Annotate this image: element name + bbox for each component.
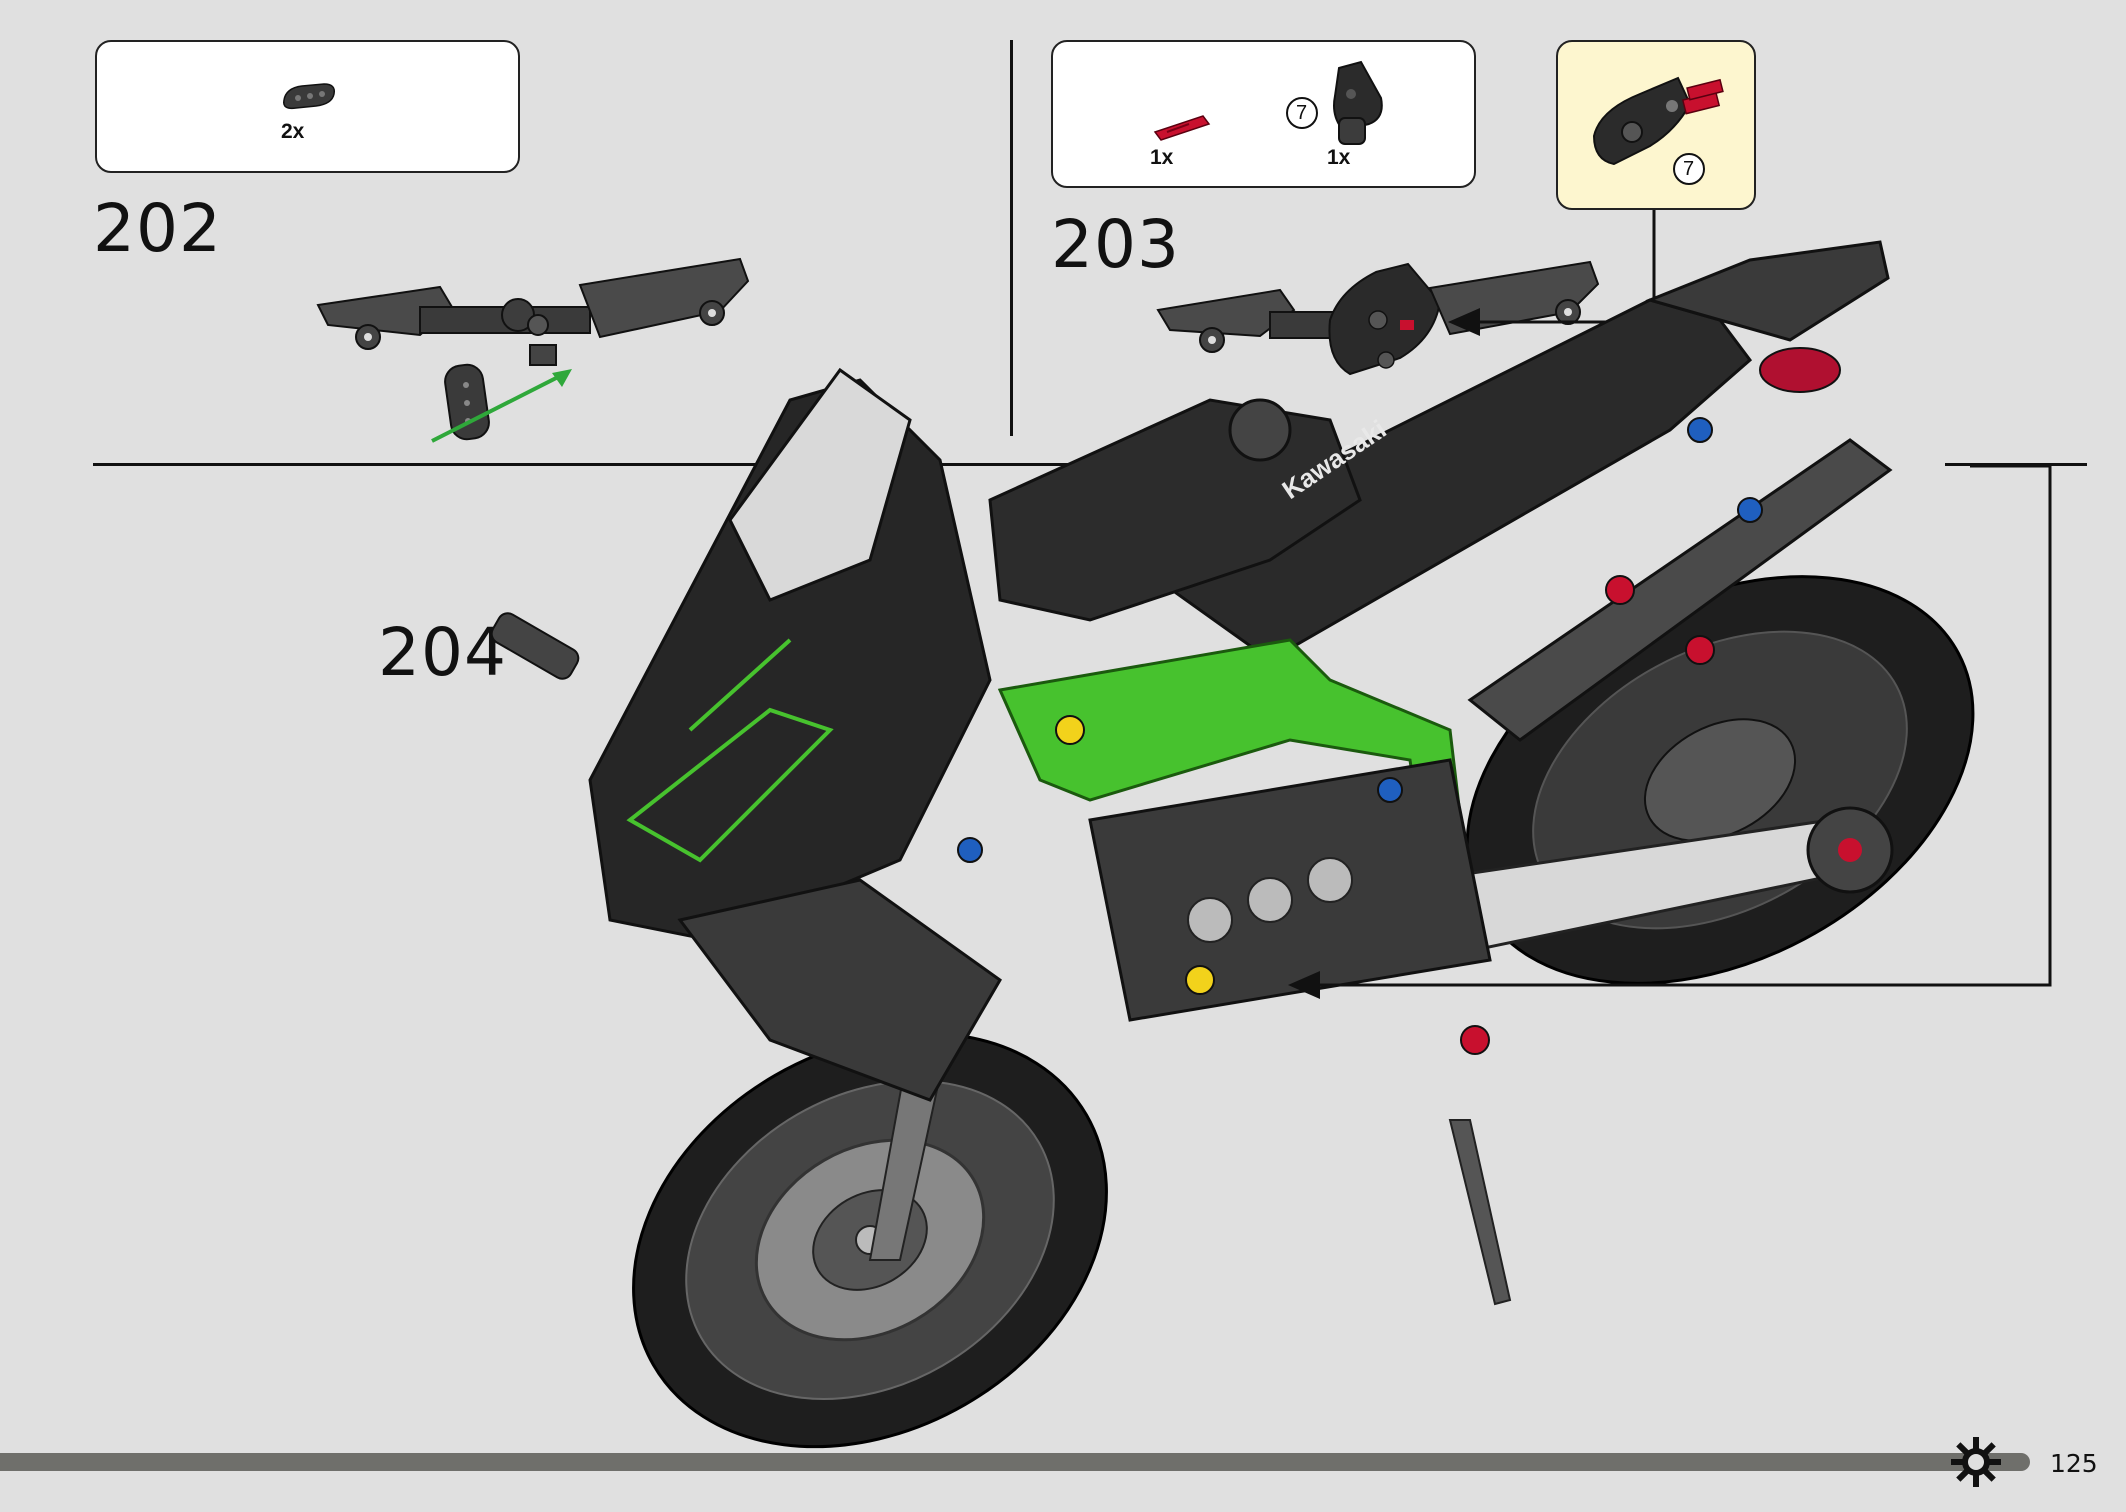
part-callout-count: 7 bbox=[1296, 102, 1308, 124]
front-wheel-icon bbox=[632, 1031, 1108, 1449]
step-number-202: 202 bbox=[93, 190, 222, 267]
axle-part-icon bbox=[1153, 115, 1211, 141]
step-204-leader-arrow bbox=[1288, 464, 2052, 999]
step-divider-vertical bbox=[1010, 40, 1013, 436]
step-number-203: 203 bbox=[1051, 206, 1180, 283]
gear-icon bbox=[1951, 1437, 2001, 1487]
part-count-circle-icon bbox=[1286, 97, 1318, 129]
part-quantity: 1x bbox=[1327, 146, 1351, 169]
subassembly-preview-icon bbox=[1592, 76, 1724, 166]
parts-list-203: 1x 7 1x bbox=[1051, 40, 1476, 188]
part-quantity: 2x bbox=[281, 120, 305, 143]
callout-count: 7 bbox=[1683, 158, 1695, 180]
step-number-204: 204 bbox=[378, 614, 507, 691]
parts-list-202: 2x bbox=[95, 40, 520, 173]
part-quantity: 1x bbox=[1150, 146, 1174, 169]
beam-connector-part-icon bbox=[283, 83, 336, 110]
step-202-subassembly bbox=[316, 257, 750, 443]
fairing-panel-part-icon bbox=[1333, 60, 1383, 145]
step-203-subassembly bbox=[1156, 260, 1600, 376]
page-number: 125 bbox=[2050, 1449, 2098, 1478]
footer-progress-bar bbox=[0, 1453, 2030, 1471]
part-count-circle-icon bbox=[1673, 153, 1705, 185]
subassembly-callout-203: 7 bbox=[1556, 40, 1756, 210]
motorcycle-model: Kawasaki bbox=[490, 240, 1975, 1449]
